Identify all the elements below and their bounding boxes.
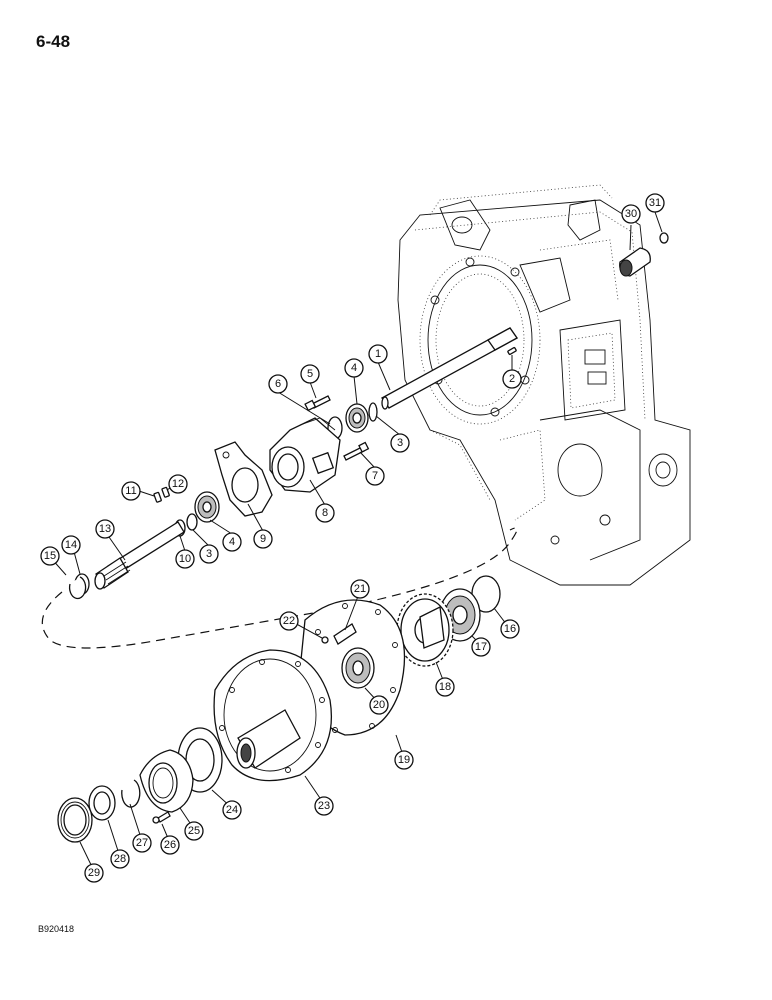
- callout-24: 24: [222, 800, 242, 820]
- svg-text:17: 17: [475, 641, 487, 653]
- svg-text:19: 19: [398, 754, 410, 766]
- svg-text:10: 10: [179, 553, 191, 565]
- svg-text:29: 29: [88, 867, 100, 879]
- callout-4-lower: 4: [222, 532, 242, 552]
- svg-text:3: 3: [206, 548, 212, 560]
- callout-2: 2: [502, 369, 522, 389]
- svg-text:15: 15: [44, 550, 56, 562]
- svg-text:5: 5: [307, 368, 313, 380]
- seal-part-29: [57, 797, 93, 843]
- svg-text:3: 3: [397, 437, 403, 449]
- svg-text:20: 20: [373, 699, 385, 711]
- callout-27: 27: [132, 833, 152, 853]
- screw-part-26: [152, 811, 171, 824]
- svg-text:12: 12: [172, 478, 184, 490]
- svg-text:27: 27: [136, 837, 148, 849]
- callout-30: 30: [621, 204, 641, 224]
- svg-text:8: 8: [322, 507, 328, 519]
- callout-20: 20: [369, 695, 389, 715]
- svg-text:24: 24: [226, 804, 238, 816]
- callout-4-upper: 4: [344, 358, 364, 378]
- callout-21: 21: [350, 579, 370, 599]
- svg-text:30: 30: [625, 208, 637, 220]
- svg-text:11: 11: [125, 485, 136, 497]
- snap-ring-part-27: [121, 779, 141, 808]
- svg-text:13: 13: [99, 523, 111, 535]
- snap-ring-part-3-lower: [186, 513, 198, 531]
- page-number: 6-48: [36, 32, 71, 51]
- callout-6: 6: [268, 374, 288, 394]
- sleeve-part-30: [619, 247, 651, 277]
- transmission-housing: [397, 184, 691, 586]
- callout-23: 23: [314, 796, 334, 816]
- ball-part-22: [321, 636, 329, 644]
- callout-10: 10: [175, 549, 195, 569]
- pin-part-11: [153, 491, 162, 503]
- snap-ring-part-15: [68, 576, 87, 600]
- callout-7: 7: [365, 466, 385, 486]
- svg-text:16: 16: [504, 623, 516, 635]
- pump-body-part-23: [213, 649, 333, 782]
- svg-text:22: 22: [283, 615, 295, 627]
- callout-11: 11: [121, 481, 141, 501]
- callout-15: 15: [40, 546, 60, 566]
- callout-25: 25: [184, 821, 204, 841]
- seal-retainer-part-25: [139, 749, 194, 813]
- svg-text:14: 14: [65, 539, 77, 551]
- svg-text:28: 28: [114, 853, 126, 865]
- callout-22: 22: [279, 611, 299, 631]
- ring-part-31: [659, 232, 669, 244]
- callout-14: 14: [61, 535, 81, 555]
- svg-text:1: 1: [375, 348, 381, 360]
- pump-housing-part-8: [269, 417, 341, 493]
- callout-28: 28: [110, 849, 130, 869]
- callout-12: 12: [168, 474, 188, 494]
- bearing-part-20: [341, 647, 375, 689]
- callout-17: 17: [471, 637, 491, 657]
- key-part-2: [507, 346, 517, 356]
- bolt-part-5: [304, 395, 331, 412]
- svg-text:26: 26: [164, 839, 176, 851]
- svg-text:18: 18: [439, 681, 451, 693]
- callout-29: 29: [84, 863, 104, 883]
- svg-text:23: 23: [318, 800, 330, 812]
- ring-part-28: [88, 785, 116, 821]
- shaft-part-1: [381, 327, 518, 410]
- callout-8: 8: [315, 503, 335, 523]
- bearing-part-4-lower: [194, 491, 220, 523]
- callout-1: 1: [368, 344, 388, 364]
- input-shaft-part-13: [94, 521, 185, 590]
- svg-text:2: 2: [509, 373, 515, 385]
- figure-code: B920418: [38, 924, 75, 934]
- callout-31: 31: [645, 193, 665, 213]
- callout-5: 5: [300, 364, 320, 384]
- callout-18: 18: [435, 677, 455, 697]
- callout-19: 19: [394, 750, 414, 770]
- pin-part-12: [161, 486, 170, 498]
- svg-text:25: 25: [188, 825, 200, 837]
- gear-part-18: [396, 593, 454, 667]
- snap-ring-part-3-upper: [368, 402, 378, 422]
- bolt-part-7: [343, 441, 370, 461]
- callout-9: 9: [253, 529, 273, 549]
- svg-text:6: 6: [275, 378, 281, 390]
- svg-text:31: 31: [649, 197, 661, 209]
- callout-3-upper: 3: [390, 433, 410, 453]
- svg-text:4: 4: [229, 536, 235, 548]
- svg-text:7: 7: [372, 470, 378, 482]
- bearing-part-4-upper: [345, 403, 369, 433]
- gasket-plate-part-9: [214, 441, 273, 517]
- svg-text:4: 4: [351, 362, 357, 374]
- svg-text:21: 21: [354, 583, 366, 595]
- callout-16: 16: [500, 619, 520, 639]
- dashed-assembly-line: [41, 527, 518, 649]
- svg-text:9: 9: [260, 533, 266, 545]
- callout-3-lower: 3: [199, 544, 219, 564]
- callout-26: 26: [160, 835, 180, 855]
- callout-13: 13: [95, 519, 115, 539]
